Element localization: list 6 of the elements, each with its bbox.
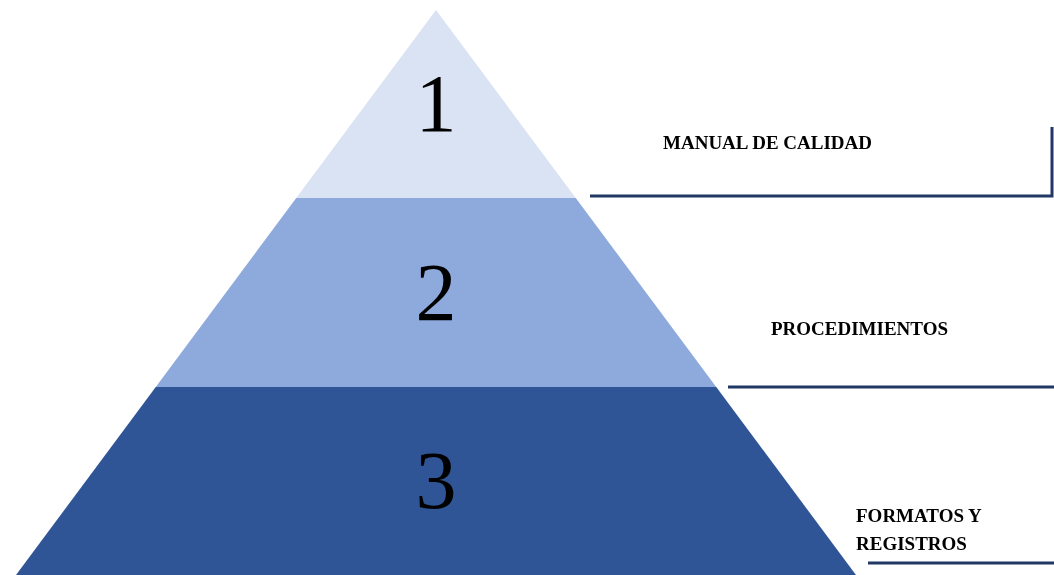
level-number: 3 bbox=[415, 440, 457, 522]
level-number: 2 bbox=[415, 251, 457, 334]
level-label: FORMATOS Y REGISTROS bbox=[856, 504, 983, 556]
level-label: MANUAL DE CALIDAD bbox=[663, 131, 873, 155]
level-number: 1 bbox=[415, 63, 457, 145]
level-label: PROCEDIMIENTOS bbox=[771, 317, 949, 341]
